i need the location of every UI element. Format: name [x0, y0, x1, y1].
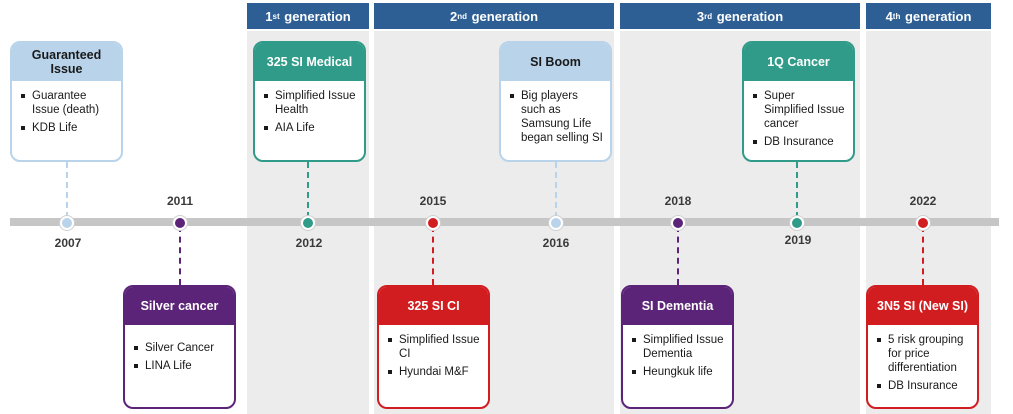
year-label-2007: 2007	[54, 236, 82, 250]
event-bullet: Simplified Issue Dementia	[632, 333, 726, 361]
gen-suffix: rd	[704, 11, 713, 21]
gen-number: 2	[449, 8, 458, 24]
timeline-dot-2016	[549, 216, 563, 230]
event-title: Silver cancer	[125, 287, 234, 325]
event-title: 325 SI CI	[379, 287, 488, 325]
connector-2018	[677, 226, 679, 285]
timeline-dot-2012	[301, 216, 315, 230]
connector-2007	[66, 162, 68, 218]
event-title: 325 SI Medical	[255, 43, 364, 81]
timeline-dot-2018	[671, 216, 685, 230]
year-label-2012: 2012	[295, 236, 323, 250]
year-label-2015: 2015	[419, 194, 447, 208]
event-bullets: Big players such as Samsung Life began s…	[501, 81, 610, 145]
timeline-dot-2019	[790, 216, 804, 230]
event-bullets: Guarantee Issue (death) KDB Life	[12, 81, 121, 135]
event-bullet: Simplified Issue CI	[388, 333, 482, 361]
event-bullets: 5 risk grouping for price differentiatio…	[868, 325, 977, 393]
timeline-dot-2022	[916, 216, 930, 230]
year-label-2019: 2019	[784, 233, 812, 247]
gen-suffix: nd	[457, 11, 467, 21]
gen-number: 1	[265, 8, 273, 24]
event-card-2007: Guaranteed Issue Guarantee Issue (death)…	[10, 41, 123, 162]
event-card-2012: 325 SI Medical Simplified Issue Health A…	[253, 41, 366, 162]
event-bullet: LINA Life	[134, 359, 228, 373]
event-card-2022: 3N5 SI (New SI) 5 risk grouping for pric…	[866, 285, 979, 409]
timeline-dot-2015	[426, 216, 440, 230]
event-card-2016: SI Boom Big players such as Samsung Life…	[499, 41, 612, 162]
connector-2012	[307, 162, 309, 218]
gen-label: generation	[467, 8, 539, 24]
gen-number: 3	[696, 8, 705, 24]
event-title: SI Boom	[501, 43, 610, 81]
event-bullet: Super Simplified Issue cancer	[753, 89, 847, 131]
event-bullet: DB Insurance	[877, 379, 971, 393]
connector-2019	[796, 162, 798, 218]
event-card-2015: 325 SI CI Simplified Issue CI Hyundai M&…	[377, 285, 490, 409]
event-bullets: Simplified Issue CI Hyundai M&F	[379, 325, 488, 379]
event-bullets: Silver Cancer LINA Life	[125, 325, 234, 373]
connector-2022	[922, 226, 924, 285]
event-bullet: Hyundai M&F	[388, 365, 482, 379]
event-bullets: Simplified Issue Dementia Heungkuk life	[623, 325, 732, 379]
year-label-2018: 2018	[664, 194, 692, 208]
event-bullets: Super Simplified Issue cancer DB Insuran…	[744, 81, 853, 149]
year-label-2016: 2016	[542, 236, 570, 250]
gen-label: generation	[901, 8, 972, 24]
event-title: 1Q Cancer	[744, 43, 853, 81]
timeline-axis	[10, 218, 999, 226]
connector-2011	[179, 226, 181, 285]
gen-label: generation	[280, 8, 351, 24]
event-bullet: 5 risk grouping for price differentiatio…	[877, 333, 971, 375]
year-label-2011: 2011	[166, 194, 194, 208]
gen-label: generation	[713, 8, 784, 24]
event-bullet: AIA Life	[264, 121, 358, 135]
event-title: SI Dementia	[623, 287, 732, 325]
event-bullet: DB Insurance	[753, 135, 847, 149]
connector-2015	[432, 226, 434, 285]
year-label-2022: 2022	[909, 194, 937, 208]
event-bullet: Simplified Issue Health	[264, 89, 358, 117]
event-card-2018: SI Dementia Simplified Issue Dementia He…	[621, 285, 734, 409]
timeline-dot-2011	[173, 216, 187, 230]
event-card-2019: 1Q Cancer Super Simplified Issue cancer …	[742, 41, 855, 162]
event-title: Guaranteed Issue	[12, 43, 121, 81]
event-bullets: Simplified Issue Health AIA Life	[255, 81, 364, 135]
event-bullet: Big players such as Samsung Life began s…	[510, 90, 603, 144]
event-card-2011: Silver cancer Silver Cancer LINA Life	[123, 285, 236, 409]
event-bullet: KDB Life	[21, 121, 115, 135]
connector-2016	[555, 162, 557, 218]
event-bullet: Heungkuk life	[632, 365, 726, 379]
event-bullet: Guarantee Issue (death)	[21, 89, 115, 117]
event-title: 3N5 SI (New SI)	[868, 287, 977, 325]
event-bullet: Silver Cancer	[134, 341, 228, 355]
gen-suffix: th	[892, 11, 901, 21]
gen-number: 4	[885, 8, 893, 24]
timeline-dot-2007	[60, 216, 74, 230]
gen-suffix: st	[272, 11, 280, 21]
